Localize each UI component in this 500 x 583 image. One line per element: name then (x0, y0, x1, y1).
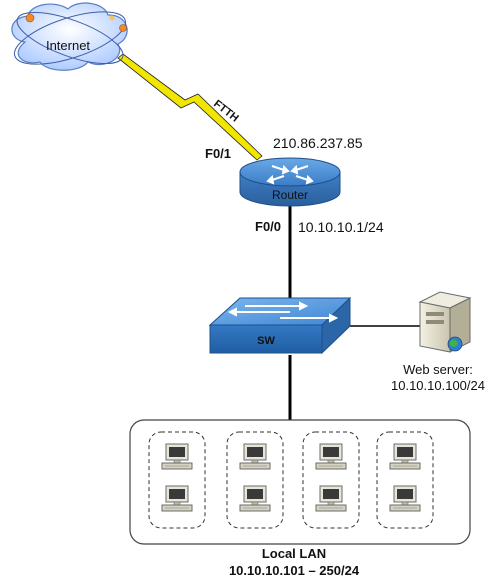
pc-icon (315, 443, 347, 470)
lan-ip-label: 10.10.10.1/24 (298, 219, 384, 235)
switch: SW (208, 296, 352, 355)
pc-icon (389, 485, 421, 512)
pc-icon (161, 443, 193, 470)
pc-group-outline (376, 431, 434, 529)
local-lan-box (129, 419, 471, 545)
pc-group-outline (148, 431, 206, 529)
web-server (418, 291, 472, 353)
wan-ip-label: 210.86.237.85 (273, 135, 363, 151)
lan-groups (148, 431, 434, 529)
pc-icon (239, 443, 271, 470)
pc-group (226, 431, 284, 529)
lan-interface-label: F0/0 (255, 219, 281, 234)
pc-icon (315, 485, 347, 512)
ftth-link: FTTH (117, 53, 263, 161)
local-lan-range: 10.10.10.101 – 250/24 (229, 563, 360, 578)
router: Router (239, 157, 341, 207)
pc-group (376, 431, 434, 529)
switch-arrows-icon (227, 301, 339, 323)
internet-label: Internet (46, 38, 90, 53)
web-server-name: Web server: (403, 362, 473, 377)
pc-icon (389, 443, 421, 470)
pc-group (148, 431, 206, 529)
pc-group-outline (226, 431, 284, 529)
web-server-ip: 10.10.10.100/24 (391, 378, 485, 393)
pc-icon (161, 485, 193, 512)
router-arrows-icon (266, 164, 314, 185)
pc-group (302, 431, 360, 529)
internet-cloud: Internet (11, 2, 128, 71)
switch-label: SW (257, 335, 275, 347)
wan-interface-label: F0/1 (205, 146, 231, 161)
local-lan-label: Local LAN (262, 546, 326, 561)
router-label: Router (272, 188, 308, 202)
pc-icon (239, 485, 271, 512)
pc-group-outline (302, 431, 360, 529)
